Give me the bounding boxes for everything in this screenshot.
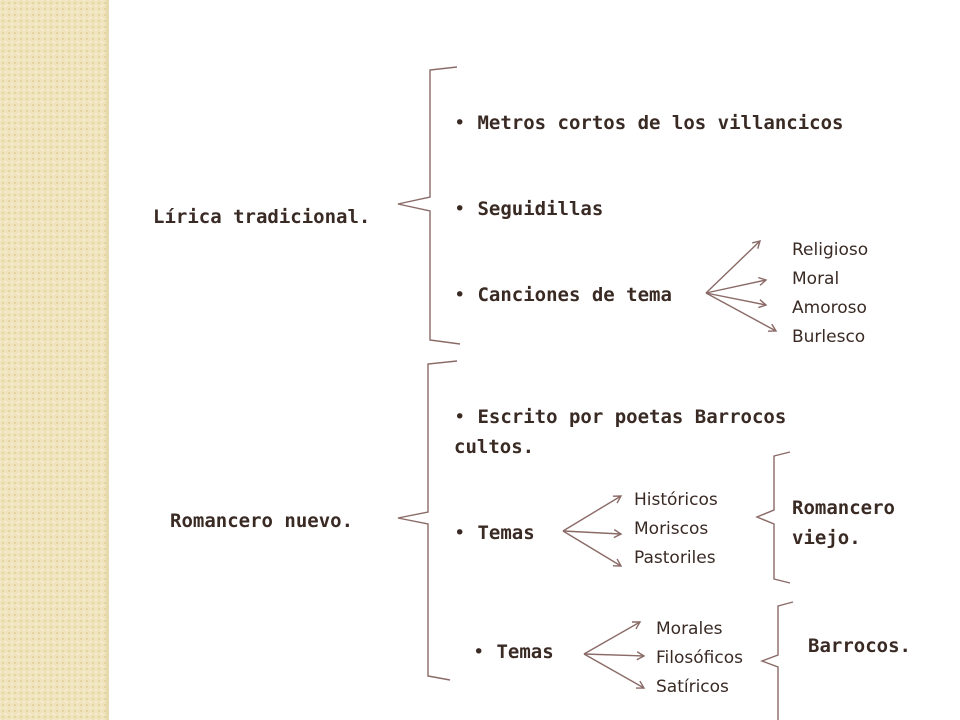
subitem-religioso: Religioso (792, 240, 869, 260)
temas-2-subitems: Morales Filosóficos Satíricos (656, 615, 743, 702)
temas-1-subitems: Históricos Moriscos Pastoriles (634, 486, 718, 573)
lirica-item-canciones: Canciones de tema (454, 284, 672, 306)
arrow-filosoficos (583, 651, 646, 661)
subitem-historicos: Históricos (634, 490, 718, 510)
barrocos-label: Barrocos. (808, 635, 911, 657)
lirica-item-canciones-label: Canciones de tema (477, 284, 672, 306)
sidebar-edge (106, 0, 109, 720)
arrow-burlesco (705, 292, 778, 332)
arrow-moral (705, 276, 768, 294)
lirica-item-seguidillas-label: Seguidillas (477, 198, 604, 220)
subitem-amoroso: Amoroso (792, 298, 867, 318)
subitem-moral: Moral (792, 269, 840, 289)
brace-lirica (397, 66, 461, 345)
romancero-title: Romancero nuevo. (170, 510, 354, 532)
bracket-romancero-viejo (755, 451, 791, 584)
brace-romancero (397, 360, 458, 681)
arrow-moriscos (562, 529, 623, 539)
temas-2: Temas (473, 641, 554, 663)
subitem-satiricos: Satíricos (656, 677, 729, 697)
bracket-barrocos (760, 601, 794, 720)
lirica-item-seguidillas: Seguidillas (454, 198, 603, 220)
subitem-pastoriles: Pastoriles (634, 548, 716, 568)
romancero-viejo-line1: Romancero (792, 497, 895, 519)
subitem-burlesco: Burlesco (792, 327, 866, 347)
romancero-item-escrito-line2: cultos. (454, 436, 535, 458)
tema-subitems-list: Religioso Moral Amoroso Burlesco (792, 236, 868, 352)
lirica-item-metros: Metros cortos de los villancicos (454, 112, 844, 134)
temas-1: Temas (454, 522, 535, 544)
lirica-item-metros-label: Metros cortos de los villancicos (477, 112, 844, 134)
arrow-historicos (562, 495, 623, 532)
subitem-morales: Morales (656, 619, 723, 639)
romancero-item-escrito-line1: Escrito por poetas Barrocos (477, 406, 787, 428)
temas-2-label: Temas (496, 641, 554, 663)
arrow-satiricos (583, 653, 646, 689)
subitem-moriscos: Moriscos (634, 519, 709, 539)
subitem-filosoficos: Filosóficos (656, 648, 743, 668)
lirica-title: Lírica tradicional. (153, 206, 371, 228)
romancero-viejo-line2: viejo. (792, 527, 861, 549)
arrow-religioso (705, 240, 762, 294)
decorative-sidebar (0, 0, 106, 720)
temas-1-label: Temas (477, 522, 535, 544)
romancero-item-escrito: Escrito por poetas Barrocos (454, 406, 786, 428)
arrow-amoroso (705, 292, 768, 309)
arrow-pastoriles (562, 530, 623, 567)
arrow-morales (583, 621, 642, 655)
